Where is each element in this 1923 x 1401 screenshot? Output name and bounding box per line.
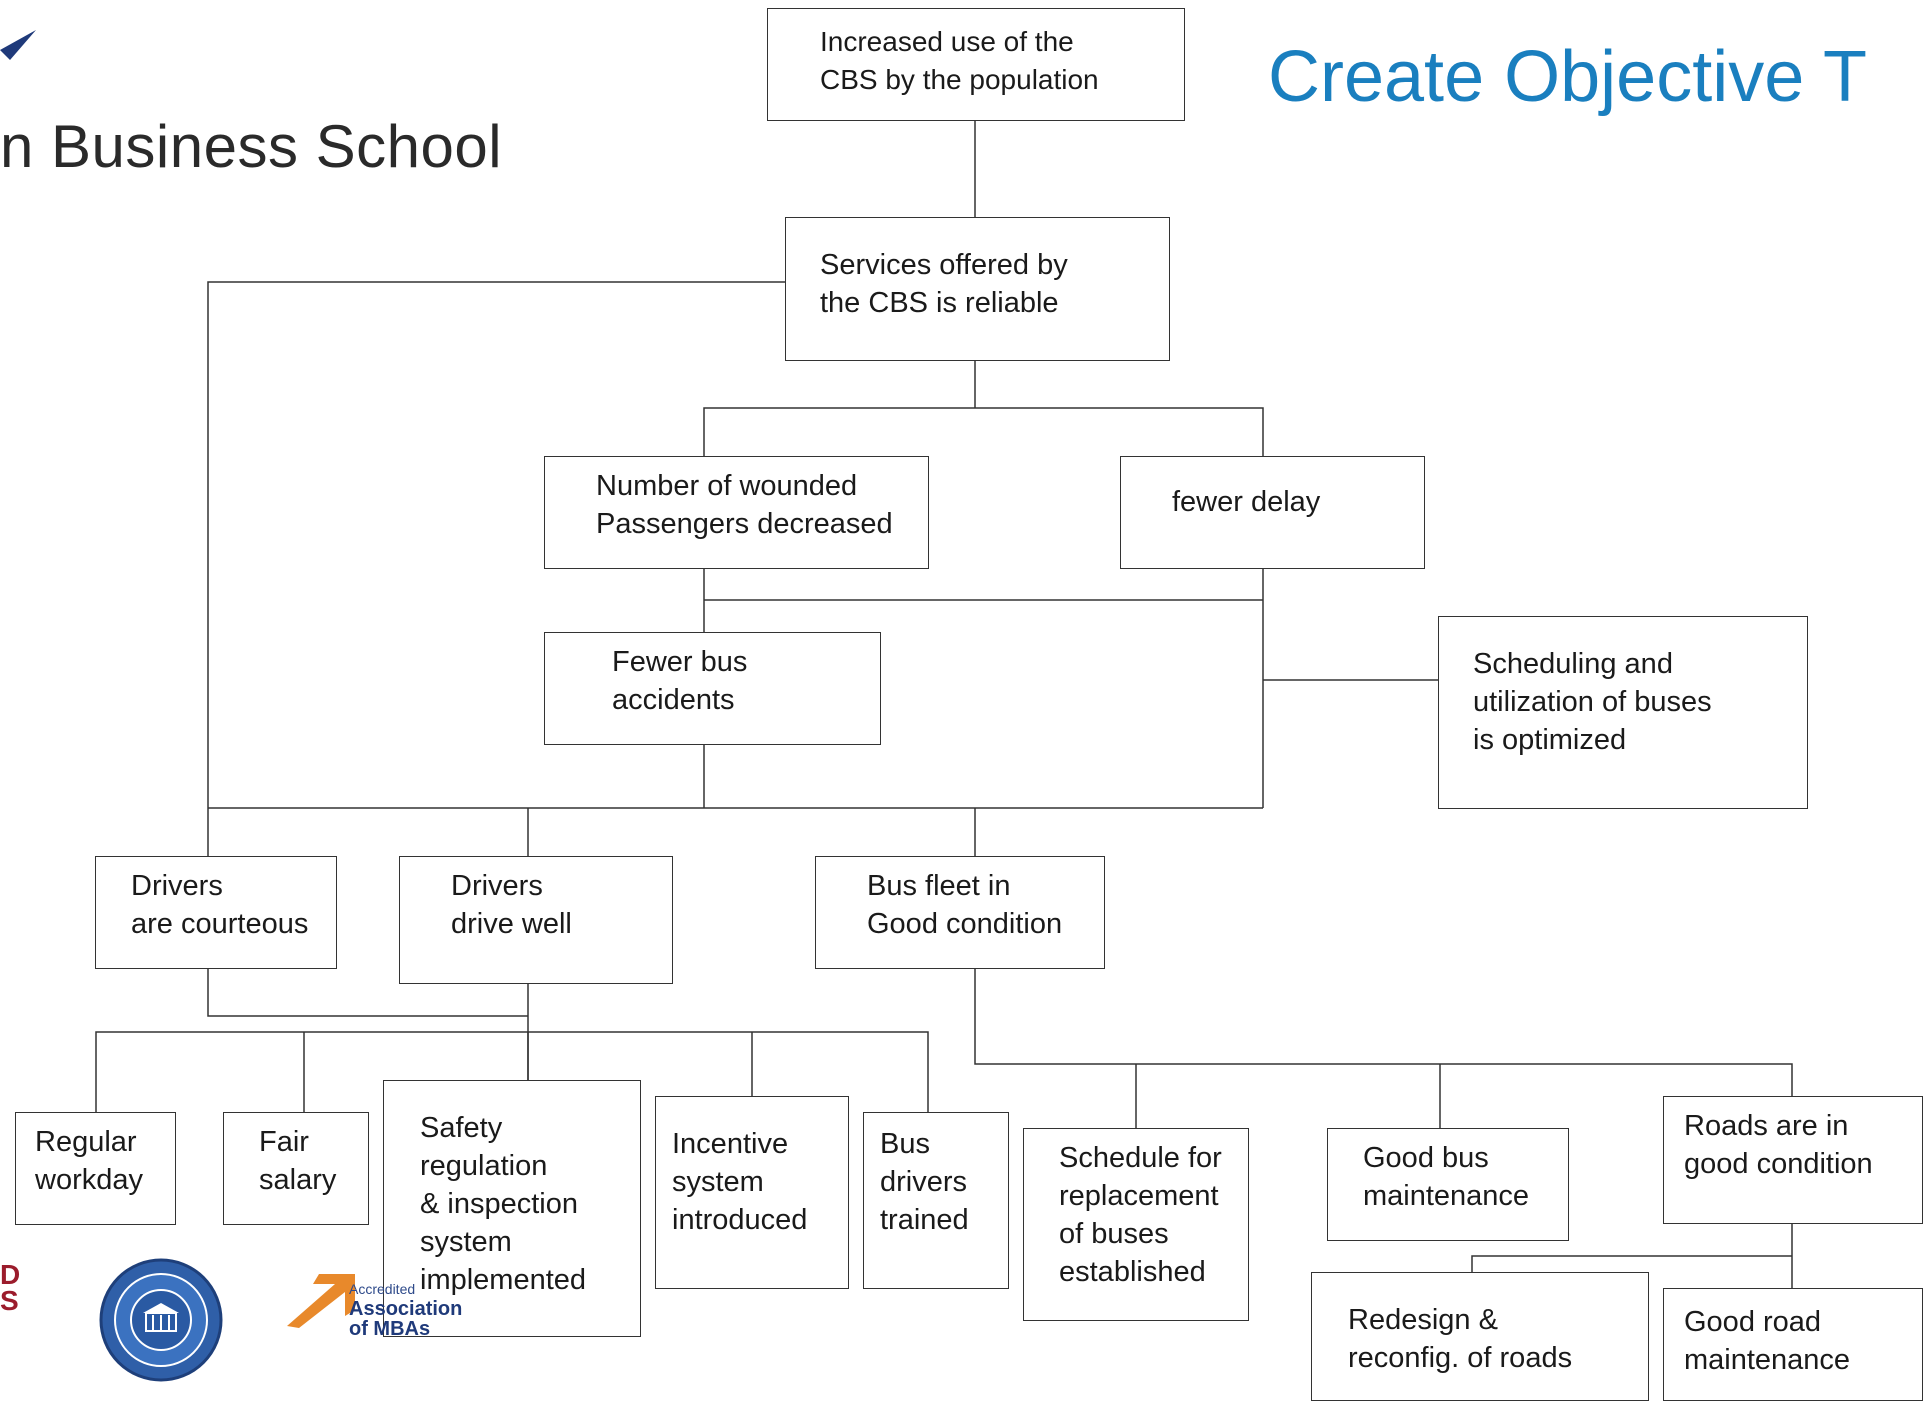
node-replacement-schedule: Schedule for replacement of buses establ… <box>1023 1128 1249 1321</box>
node-label: Roads are in good condition <box>1684 1110 1873 1180</box>
node-label: fewer delay <box>1172 486 1321 518</box>
node-label: Increased use of the CBS by the populati… <box>820 26 1099 95</box>
node-bus-fleet: Bus fleet in Good condition <box>815 856 1105 969</box>
node-label: Good bus maintenance <box>1363 1142 1530 1212</box>
node-label: Drivers drive well <box>451 870 572 940</box>
node-services-reliable: Services offered by the CBS is reliable <box>785 217 1170 361</box>
node-label: Regular workday <box>35 1126 143 1196</box>
node-fair-salary: Fair salary <box>223 1112 369 1225</box>
node-redesign-roads: Redesign & reconfig. of roads <box>1311 1272 1649 1401</box>
node-label: Drivers are courteous <box>131 870 309 940</box>
node-label: Redesign & reconfig. of roads <box>1348 1304 1573 1374</box>
node-scheduling-optimized: Scheduling and utilization of buses is o… <box>1438 616 1808 809</box>
node-increased-use: Increased use of the CBS by the populati… <box>767 8 1185 121</box>
node-wounded-decreased: Number of wounded Passengers decreased <box>544 456 929 569</box>
amba-arrow-icon <box>287 1274 355 1328</box>
node-incentive-system: Incentive system introduced <box>655 1096 849 1289</box>
connector <box>207 281 785 808</box>
node-regular-workday: Regular workday <box>15 1112 176 1225</box>
node-label: Bus drivers trained <box>880 1128 969 1236</box>
aacsb-logo-partial: D S <box>0 1259 21 1316</box>
node-fewer-accidents: Fewer bus accidents <box>544 632 881 745</box>
amba-name: Association of MBAs <box>349 1298 463 1340</box>
amba-logo-text: Accredited Association of MBAs <box>349 1278 462 1339</box>
connector <box>207 969 528 1017</box>
school-logo-text: n Business School <box>0 113 503 180</box>
node-safety-regulation: Safety regulation & inspection system im… <box>383 1080 641 1337</box>
connector <box>95 1031 929 1112</box>
node-label: Incentive system introduced <box>672 1128 808 1236</box>
node-label: Bus fleet in Good condition <box>867 870 1063 940</box>
node-label: Good road maintenance <box>1684 1306 1851 1376</box>
node-label: Safety regulation & inspection system im… <box>420 1112 587 1296</box>
node-drivers-courteous: Drivers are courteous <box>95 856 337 969</box>
connector <box>1471 1255 1792 1272</box>
slide-title: Create Objective T <box>1268 37 1867 117</box>
connector <box>974 969 1793 1096</box>
node-label: Fewer bus accidents <box>612 646 748 716</box>
node-label: Schedule for replacement of buses establ… <box>1059 1142 1222 1288</box>
node-road-maintenance: Good road maintenance <box>1663 1288 1923 1401</box>
node-label: Scheduling and utilization of buses is o… <box>1473 648 1712 756</box>
node-roads-condition: Roads are in good condition <box>1663 1096 1923 1224</box>
node-drivers-drive-well: Drivers drive well <box>399 856 673 984</box>
node-label: Fair salary <box>259 1126 337 1196</box>
node-label: Number of wounded Passengers decreased <box>596 470 893 540</box>
accreditation-seal-icon <box>99 1258 223 1382</box>
logo-swoosh-icon <box>0 30 36 60</box>
node-fewer-delay: fewer delay <box>1120 456 1425 569</box>
amba-accredited-label: Accredited <box>349 1281 416 1297</box>
node-drivers-trained: Bus drivers trained <box>863 1112 1009 1289</box>
node-bus-maintenance: Good bus maintenance <box>1327 1128 1569 1241</box>
node-label: Services offered by the CBS is reliable <box>820 249 1068 319</box>
connector <box>703 407 1264 456</box>
